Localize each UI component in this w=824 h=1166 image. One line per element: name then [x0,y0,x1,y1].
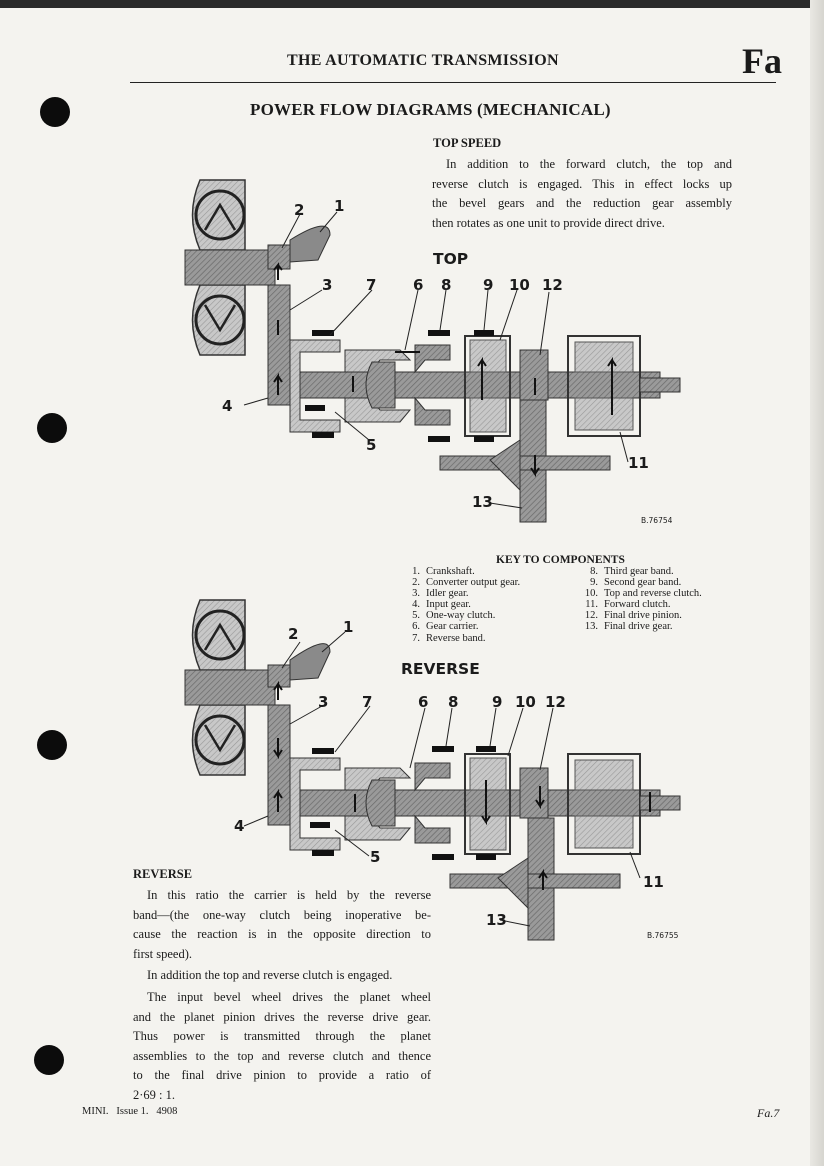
diagram-reverse-title: REVERSE [401,660,480,678]
callout-1: 1 [343,618,354,636]
callout-5: 5 [366,436,377,454]
diagram-reverse-ref: B.76755 [647,931,679,940]
binder-hole [37,413,67,443]
key-column-right: 8.Third gear band. 9.Second gear band. 1… [578,566,702,633]
text-line: In this ratio the carrier is held by the… [147,888,431,902]
callout-2: 2 [294,201,305,219]
callout-9: 9 [492,693,503,711]
callout-10: 10 [515,693,536,711]
callout-10: 10 [509,276,530,294]
binder-hole [37,730,67,760]
key-item: 10.Top and reverse clutch. [584,588,702,600]
text-line: assemblies to the top and reverse clutch… [133,1048,431,1063]
callout-6: 6 [418,693,429,711]
key-item: 1.Crankshaft. [412,566,475,577]
text-line: reverse clutch is engaged. This in effec… [432,176,732,191]
key-title: KEY TO COMPONENTS [496,554,625,566]
key-item: 2.Converter output gear. [412,577,521,589]
text-line: Thus power is transmitted through the pl… [133,1029,431,1044]
gearbox-drawing [289,330,681,523]
text-line: then rotates as one unit to provide dire… [432,215,665,230]
callout-2: 2 [288,625,299,643]
key-item: 3.Idler gear. [412,588,469,600]
text-line: to the final drive pinion to provide a r… [133,1068,431,1083]
callout-13: 13 [472,493,493,511]
flow-arrows [273,680,651,890]
text-line: The input bevel wheel drives the planet … [147,989,431,1004]
gearbox-drawing [289,746,681,941]
callout-7: 7 [366,276,377,294]
leader-lines [243,211,629,509]
scan-right-edge [810,0,824,1166]
key-item: 8.Third gear band. [590,566,674,577]
callout-5: 5 [370,848,381,866]
page-heading: POWER FLOW DIAGRAMS (MECHANICAL) [250,100,611,119]
diagram-top-title: TOP [433,250,469,268]
text-line: and the planet pinion drives the reverse… [133,1009,431,1024]
header-title: THE AUTOMATIC TRANSMISSION [287,52,559,69]
reverse-title: REVERSE [133,867,193,881]
text-line: the bevel gears and the reduction gear a… [432,196,732,211]
converter-drawing [184,179,331,406]
text-line: first speed). [133,946,193,961]
top-speed-title: TOP SPEED [433,136,502,150]
key-item: 11.Forward clutch. [585,599,671,611]
text-line: In addition the top and reverse clutch i… [147,968,393,983]
callout-7: 7 [362,693,373,711]
leader-lines [243,631,641,927]
page-number: Fa.7 [757,1106,780,1120]
section-code: Fa [742,41,782,81]
key-column-left: 1.Crankshaft. 2.Converter output gear. 3… [400,566,520,644]
callout-6: 6 [413,276,424,294]
callout-8: 8 [441,276,452,294]
key-item: 9.Second gear band. [590,577,682,589]
header-rule [130,82,776,83]
callout-4: 4 [234,817,245,835]
footer-issue: MINI. Issue 1. 4908 [82,1106,178,1117]
callout-4: 4 [222,397,233,415]
callout-8: 8 [448,693,459,711]
binder-hole [40,97,70,127]
callout-12: 12 [545,693,566,711]
key-item: 4.Input gear. [412,599,471,611]
text-line: 2·69 : 1. [133,1087,176,1102]
callout-1: 1 [334,197,345,215]
callout-9: 9 [483,276,494,294]
key-item: 6.Gear carrier. [412,621,479,633]
reverse-text: In this ratio the carrier is held by the… [133,886,431,1106]
callout-11: 11 [628,454,649,472]
callout-3: 3 [322,276,333,294]
key-item: 5.One-way clutch. [412,610,496,622]
callout-12: 12 [542,276,563,294]
key-item: 13.Final drive gear. [584,621,673,633]
top-speed-text: In addition to the forward clutch, the t… [432,155,732,233]
text-line: In addition to the forward clutch, the t… [446,157,732,171]
text-line: band—(the one-way clutch being inoperati… [133,907,431,922]
flow-arrows [273,262,617,478]
key-item: 12.Final drive pinion. [584,610,682,622]
text-line: cause the reaction is in the opposite di… [133,927,431,942]
callout-11: 11 [643,873,664,891]
callout-13: 13 [486,911,507,929]
scan-top-edge [0,0,824,8]
callout-3: 3 [318,693,329,711]
diagram-top-ref: B.76754 [641,516,673,525]
key-item: 7.Reverse band. [412,632,486,644]
binder-hole [34,1045,64,1075]
